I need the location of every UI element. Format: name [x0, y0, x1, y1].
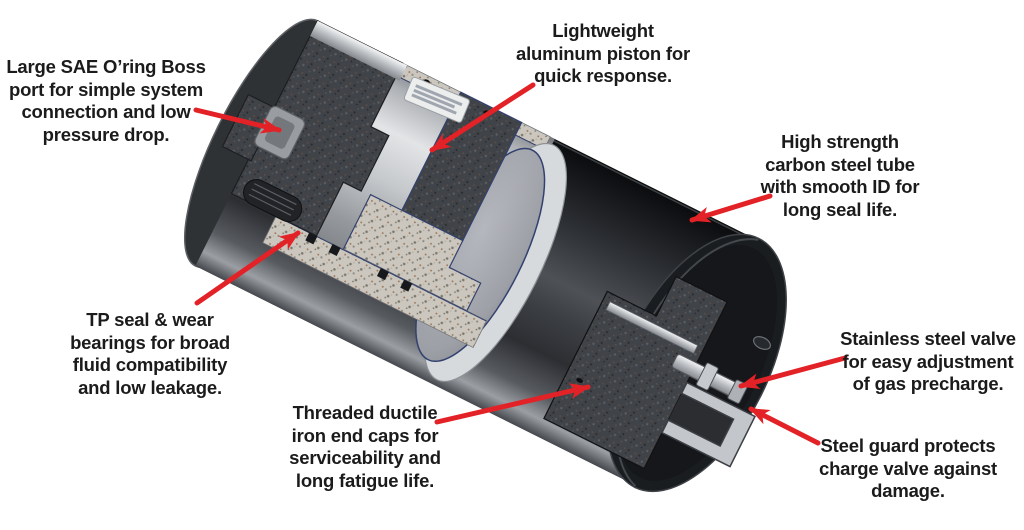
- valve-guard: [660, 381, 756, 468]
- callout-tube: High strength carbon steel tube with smo…: [760, 131, 920, 220]
- callout-sae-port: Large SAE O’ring Boss port for simple sy…: [6, 56, 206, 145]
- lifting-hole: [752, 336, 772, 350]
- gas-end-cap-cutaway: [543, 275, 728, 470]
- thread-hole: [243, 179, 303, 223]
- arrow-endcaps: [434, 383, 591, 425]
- arrow-tube: [689, 193, 773, 223]
- callout-seal: TP seal & wear bearings for broad fluid …: [70, 309, 230, 398]
- callout-endcaps: Threaded ductile iron end caps for servi…: [289, 402, 441, 491]
- callout-valve: Stainless steel valve for easy adjustmen…: [840, 328, 1016, 394]
- callout-guard: Steel guard protects charge valve agains…: [818, 435, 997, 501]
- port-end-cap: [221, 19, 431, 237]
- callout-arrows: [193, 82, 848, 446]
- arrow-piston: [429, 82, 536, 153]
- callout-piston: Lightweight aluminum piston for quick re…: [515, 20, 690, 86]
- product-label-sticker: [403, 76, 470, 123]
- arrow-seal: [194, 230, 301, 306]
- accumulator-model: [183, 18, 787, 493]
- arrow-valve: [738, 355, 848, 390]
- arrow-sae-port: [193, 107, 282, 134]
- arrow-guard: [748, 406, 821, 446]
